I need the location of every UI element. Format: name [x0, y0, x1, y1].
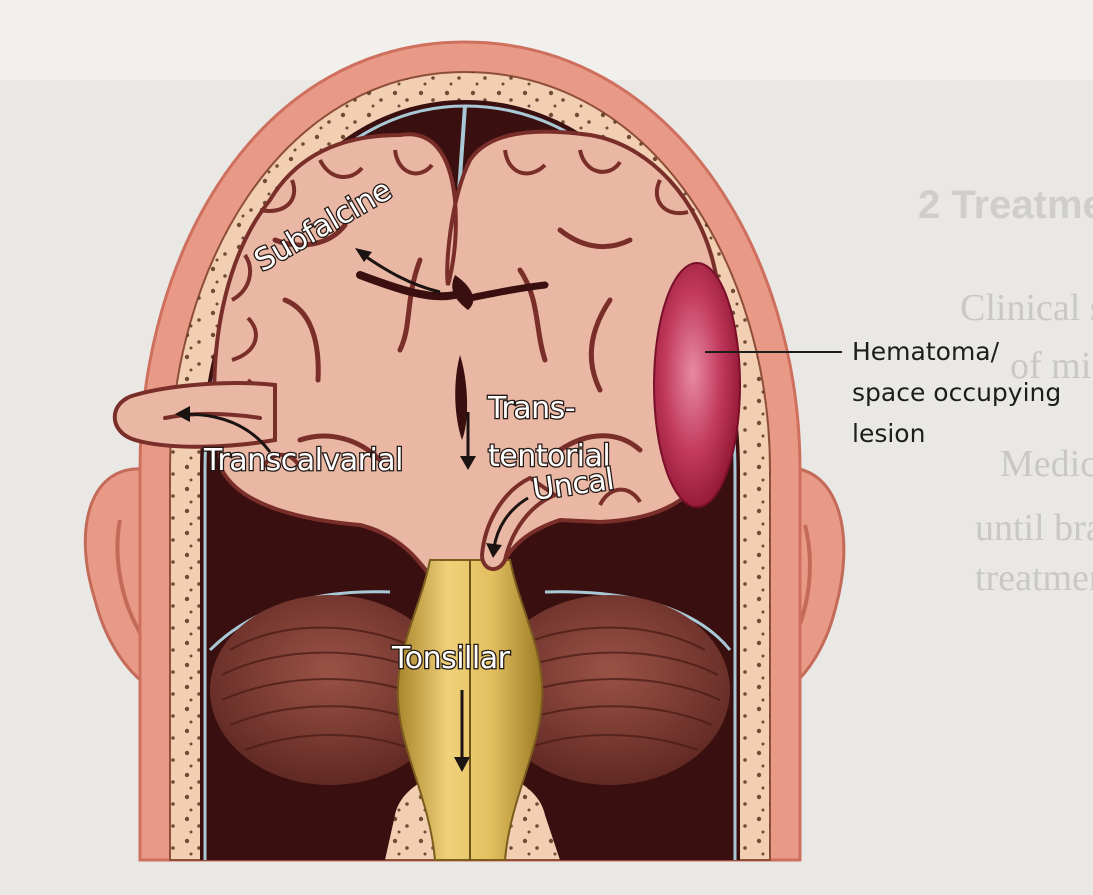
label-tonsillar: Tonsillar — [391, 641, 511, 676]
background-line-1: Clinical signs of — [960, 287, 1093, 329]
callout-line-3: lesion — [852, 419, 925, 448]
label-transcalvarial: Transcalvarial — [203, 443, 403, 478]
background-line-5: treatment of — [975, 557, 1093, 599]
background-line-3: Medical or — [1000, 443, 1093, 485]
callout-line-1: Hematoma/ — [852, 337, 1000, 366]
background-title-fragment: 2 Treatment — [918, 183, 1093, 227]
label-transtentorial-line1: Trans- — [487, 391, 575, 426]
background-line-4: until brain swell — [975, 507, 1093, 549]
hematoma — [654, 263, 740, 507]
callout-line-2: space occupying — [852, 378, 1061, 407]
